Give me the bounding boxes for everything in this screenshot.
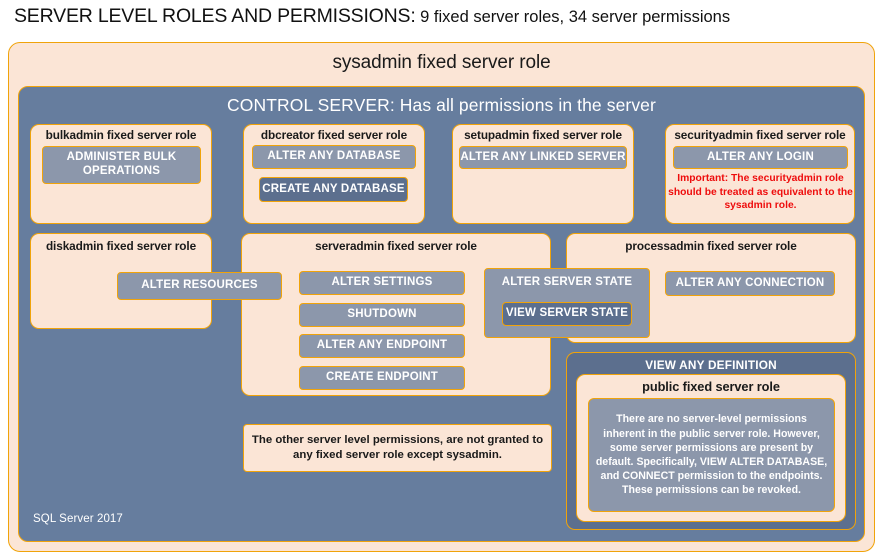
permission-shutdown: SHUTDOWN: [299, 303, 465, 327]
role-box-dbcreator: [243, 124, 425, 224]
role-label-serveradmin: serveradmin fixed server role: [315, 239, 477, 253]
page-title-subtitle: 9 fixed server roles, 34 server permissi…: [415, 8, 731, 26]
page-title: SERVER LEVEL ROLES AND PERMISSIONS: 9 fi…: [14, 5, 874, 35]
public-role-note: There are no server-level permissions in…: [588, 398, 835, 512]
permission-alter-resources: ALTER RESOURCES: [117, 272, 282, 300]
permission-create-endpoint: CREATE ENDPOINT: [299, 366, 465, 390]
role-label-public: public fixed server role: [642, 379, 780, 394]
permission-view-any-definition-label: VIEW ANY DEFINITION: [645, 358, 777, 372]
note-other-permissions-text: The other server level permissions, are …: [251, 433, 544, 461]
role-label-securityadmin: securityadmin fixed server role: [674, 128, 846, 142]
role-box-setupadmin: [452, 124, 634, 224]
role-label-bulkadmin: bulkadmin fixed server role: [45, 128, 197, 142]
permission-alter-any-login: ALTER ANY LOGIN: [673, 146, 848, 169]
sysadmin-role-label: sysadmin fixed server role: [332, 52, 551, 73]
note-other-permissions: The other server level permissions, are …: [243, 424, 552, 472]
role-label-processadmin: processadmin fixed server role: [625, 239, 797, 253]
permission-administer-bulk-operations: ADMINISTER BULK OPERATIONS: [42, 146, 201, 184]
securityadmin-warning-text: Important: The securityadmin role should…: [668, 173, 853, 212]
version-label: SQL Server 2017: [33, 513, 123, 525]
control-server-label: CONTROL SERVER: Has all permissions in t…: [227, 95, 656, 115]
role-label-dbcreator: dbcreator fixed server role: [260, 128, 408, 142]
role-label-setupadmin: setupadmin fixed server role: [464, 128, 622, 142]
permission-alter-settings: ALTER SETTINGS: [299, 271, 465, 295]
permission-alter-server-state-label: ALTER SERVER STATE: [501, 276, 633, 288]
public-role-note-text: There are no server-level permissions in…: [595, 413, 828, 497]
role-box-securityadmin: [665, 124, 855, 224]
page-title-strong: SERVER LEVEL ROLES AND PERMISSIONS:: [14, 5, 416, 27]
permission-create-any-database: CREATE ANY DATABASE: [259, 177, 408, 202]
permission-alter-any-linked-server: ALTER ANY LINKED SERVER: [459, 146, 627, 169]
permission-alter-any-connection: ALTER ANY CONNECTION: [665, 271, 835, 296]
permission-alter-any-database: ALTER ANY DATABASE: [252, 145, 416, 169]
permission-alter-any-endpoint: ALTER ANY ENDPOINT: [299, 334, 465, 358]
permission-view-server-state: VIEW SERVER STATE: [502, 302, 632, 326]
role-label-diskadmin: diskadmin fixed server role: [45, 239, 197, 253]
